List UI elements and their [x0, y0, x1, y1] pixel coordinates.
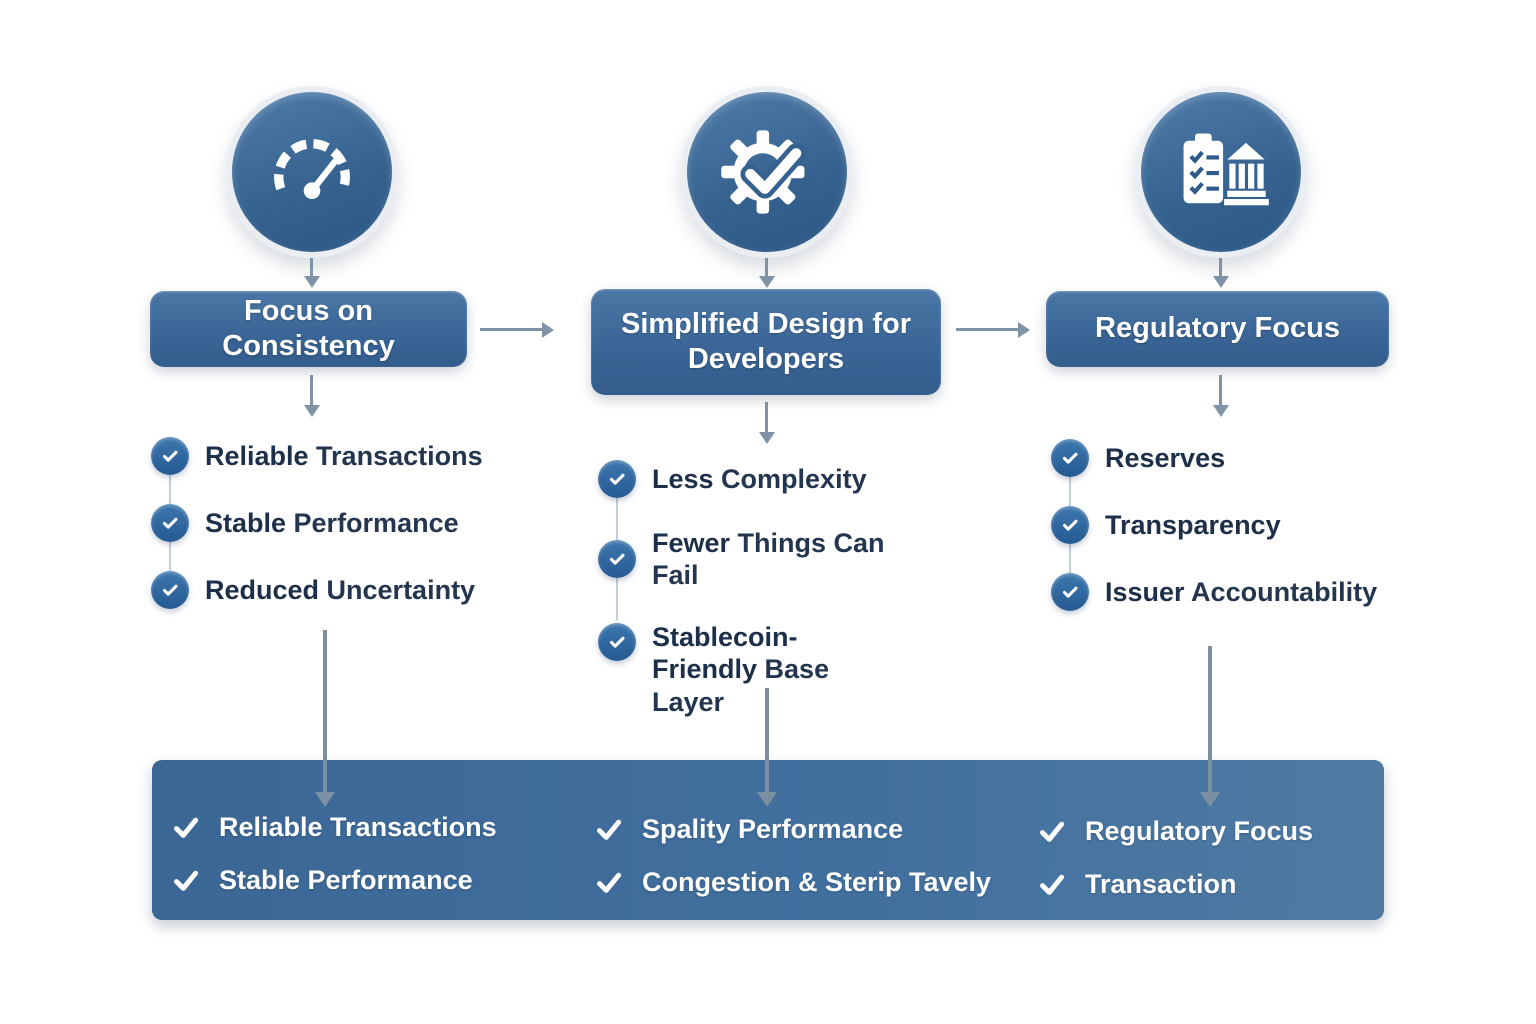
banner-item: Regulatory Focus [1038, 812, 1313, 850]
banner-item: Spality Performance [595, 810, 991, 848]
list-item-label: Transparency [1105, 509, 1281, 540]
banner-item: Congestion & Sterip Tavely [595, 863, 991, 901]
banner-item: Reliable Transactions [172, 808, 497, 846]
list-item-label: Stablecoin-Friendly Base Layer [652, 621, 830, 717]
check-icon [595, 869, 622, 896]
checklist-simplified-design: Less Complexity Fewer Things Can Fail St… [598, 460, 938, 747]
arrow-list3-to-banner [1208, 646, 1212, 792]
arrow-box-to-list-3 [1219, 375, 1222, 405]
check-icon [1051, 506, 1089, 544]
list-item-label: Reduced Uncertainty [205, 574, 476, 605]
arrow-icon-to-box-3 [1219, 258, 1222, 276]
arrow-box2-to-box3 [956, 328, 1018, 331]
list-item: Transparency [1051, 506, 1431, 544]
list-item-label: Fewer Things Can Fail [652, 528, 885, 591]
list-item: Issuer Accountability [1051, 573, 1431, 611]
header-box-simplified-design: Simplified Design for Developers [591, 289, 941, 395]
speedometer-icon [226, 86, 398, 258]
header-box-consistency: Focus on Consistency [150, 291, 467, 367]
check-icon [1051, 573, 1089, 611]
arrow-box1-to-box2 [480, 328, 542, 331]
arrow-box-to-list-1 [310, 375, 313, 405]
list-item: Reliable Transactions [151, 437, 511, 475]
checklist-regulatory: Reserves Transparency Issuer Accountabil… [1051, 439, 1431, 640]
arrow-icon-to-box-2 [765, 258, 768, 276]
banner-item-label: Congestion & Sterip Tavely [642, 866, 992, 897]
banner-item: Transaction [1038, 865, 1313, 903]
check-icon [151, 437, 189, 475]
check-icon [151, 571, 189, 609]
banner-item-label: Spality Performance [642, 813, 904, 844]
header-label: Focus on Consistency [222, 294, 395, 362]
list-item: Reserves [1051, 439, 1431, 477]
arrow-list2-to-banner [765, 688, 769, 792]
check-icon [598, 460, 636, 498]
list-item: Stablecoin-Friendly Base Layer [598, 621, 938, 718]
header-label: Simplified Design for Developers [620, 307, 912, 375]
arrow-icon-to-box-1 [310, 258, 313, 276]
list-item: Fewer Things Can Fail [598, 527, 938, 592]
list-item-label: Reserves [1105, 442, 1226, 473]
list-item: Less Complexity [598, 460, 938, 498]
banner-group-3: Regulatory Focus Transaction [1038, 812, 1313, 918]
list-item-label: Stable Performance [205, 507, 459, 538]
banner-group-2: Spality Performance Congestion & Sterip … [595, 810, 991, 916]
arrow-box-to-list-2 [765, 402, 768, 432]
header-box-regulatory-focus: Regulatory Focus [1046, 291, 1389, 367]
list-item-label: Reliable Transactions [205, 440, 483, 471]
clipboard-bank-icon [1135, 86, 1307, 258]
list-item-label: Issuer Accountability [1105, 576, 1378, 607]
checklist-consistency: Reliable Transactions Stable Performance… [151, 437, 511, 638]
check-icon [1051, 439, 1089, 477]
check-icon [172, 814, 199, 841]
banner-item-label: Stable Performance [219, 864, 473, 895]
gear-check-icon [681, 86, 853, 258]
list-item: Reduced Uncertainty [151, 571, 511, 609]
banner-item-label: Regulatory Focus [1085, 815, 1314, 846]
list-item: Stable Performance [151, 504, 511, 542]
check-icon [1038, 871, 1065, 898]
banner-item-label: Transaction [1085, 868, 1237, 899]
check-icon [595, 816, 622, 843]
banner-item: Stable Performance [172, 861, 497, 899]
check-icon [598, 622, 636, 661]
list-item-label: Less Complexity [652, 463, 867, 494]
arrow-list1-to-banner [323, 630, 327, 792]
check-icon [151, 504, 189, 542]
header-label: Regulatory Focus [1095, 312, 1340, 345]
check-icon [172, 867, 199, 894]
banner-item-label: Reliable Transactions [219, 811, 497, 842]
banner-group-1: Reliable Transactions Stable Performance [172, 808, 497, 914]
check-icon [1038, 818, 1065, 845]
check-icon [598, 540, 636, 579]
